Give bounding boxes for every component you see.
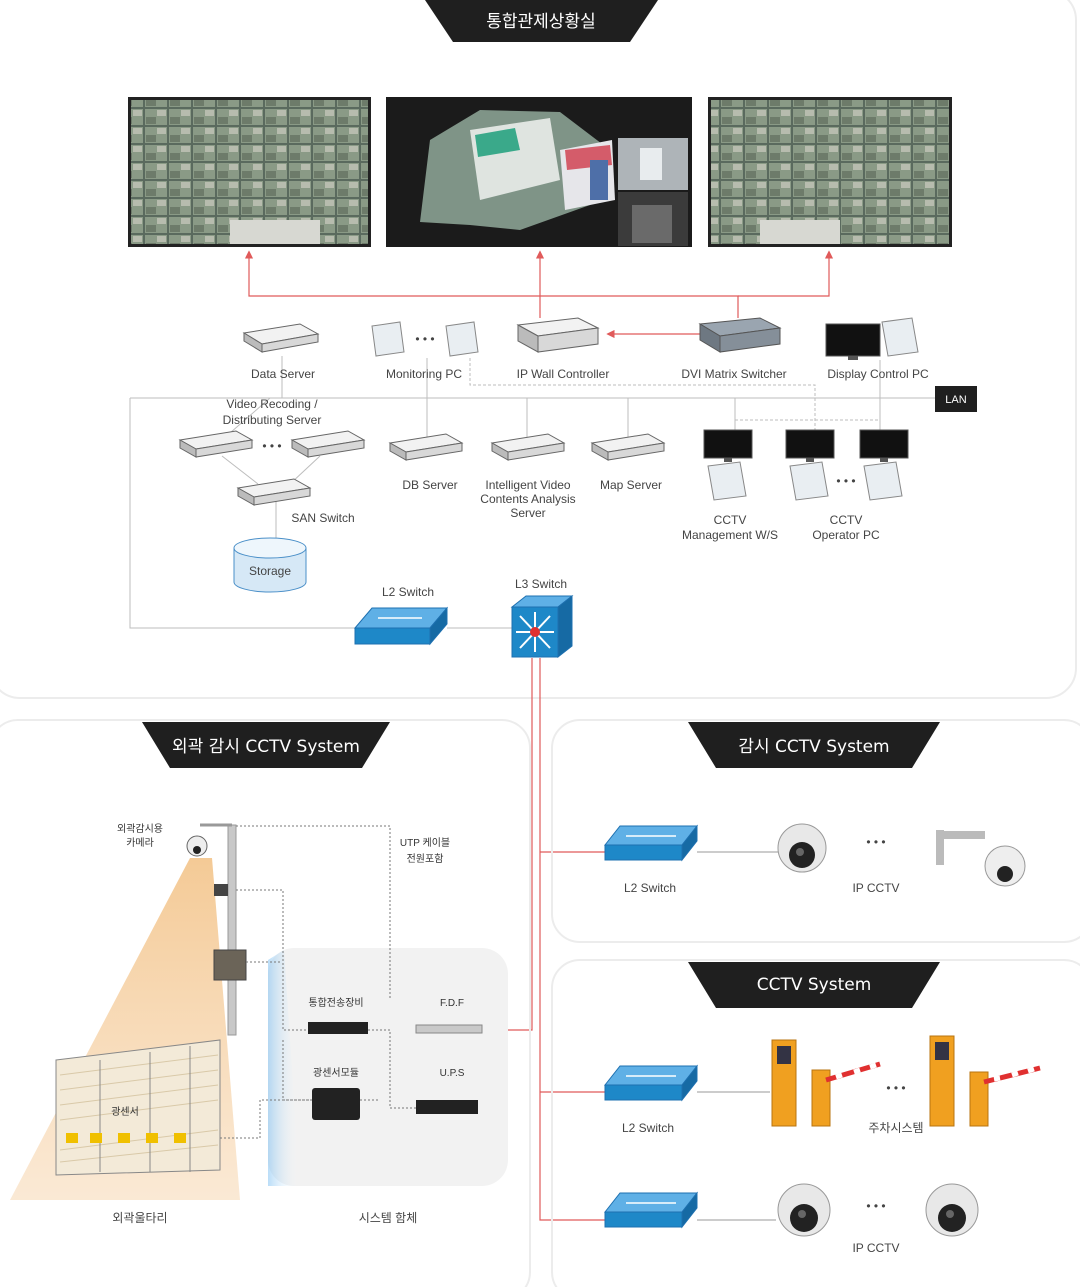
cctv-operator-label-line2: Operator PC	[812, 528, 880, 542]
l3-switch	[510, 594, 574, 659]
perimeter-camera-label-line1: 외곽감시용	[117, 823, 163, 835]
ip-wall-controller-label: IP Wall Controller	[517, 367, 610, 381]
map-server: Map Server	[590, 433, 666, 492]
video-wall-right	[708, 97, 952, 247]
video-wall-center-3d-map	[386, 97, 692, 247]
parking-dots: • • •	[886, 1081, 905, 1095]
surveillance-l2-switch	[603, 824, 699, 862]
lan-backbone	[129, 356, 935, 629]
cctv-mgmt-label-line2: Management W/S	[682, 528, 778, 542]
monitoring-pc-dots: • • •	[415, 332, 434, 346]
utp-label-line2: 전원포함	[407, 853, 444, 865]
transmission-device	[308, 1022, 368, 1034]
surveillance-dots: • • •	[866, 835, 885, 849]
ivca-label-line3: Server	[510, 506, 545, 520]
cctv-dots: • • •	[866, 1199, 885, 1213]
data-server-label: Data Server	[251, 367, 315, 381]
lan-badge: LAN	[935, 386, 977, 412]
surveillance-l2-switch-label: L2 Switch	[624, 881, 676, 895]
san-switch-label: SAN Switch	[291, 511, 354, 525]
parking-barrier-icon	[771, 1039, 881, 1127]
cctv-operator-label-line1: CCTV	[830, 513, 863, 527]
dome-camera-icon	[777, 823, 827, 873]
ip-wall-controller: IP Wall Controller	[516, 317, 610, 381]
enclosure-label: 시스템 함체	[359, 1211, 418, 1225]
cctv-section: CCTV System L2 Switch • • • 주차시스템	[551, 959, 1080, 1287]
dvi-matrix-switcher-label: DVI Matrix Switcher	[681, 367, 786, 381]
control-room-section: 통합관제상황실	[0, 0, 1077, 699]
db-server-label: DB Server	[402, 478, 457, 492]
parking-l2-switch-label: L2 Switch	[622, 1121, 674, 1135]
transmission-label: 통합전송장비	[308, 997, 363, 1009]
ptz-camera-icon	[936, 830, 1026, 887]
cctv-banner	[688, 962, 940, 1008]
video-server-label-line2: Distributing Server	[223, 413, 322, 427]
parking-l2-switch	[603, 1064, 699, 1102]
monitoring-pc-label: Monitoring PC	[386, 367, 462, 381]
lan-label: LAN	[945, 394, 966, 406]
sensor-module-label: 광센서모듈	[313, 1067, 359, 1079]
display-control-pc-label: Display Control PC	[827, 367, 929, 381]
l3-switch-label: L3 Switch	[515, 577, 567, 591]
dvi-matrix-switcher: DVI Matrix Switcher	[681, 317, 787, 381]
surveillance-ip-cctv-label: IP CCTV	[852, 881, 899, 895]
video-recording-servers: • • •	[178, 430, 366, 458]
ivca-label-line1: Intelligent Video	[485, 478, 571, 492]
cctv-management-ws: CCTV Management W/S	[682, 429, 778, 542]
svg-text:• • •: • • •	[262, 439, 281, 453]
dome-camera-icon-3	[925, 1183, 979, 1237]
l2-switch-top	[353, 606, 449, 646]
cctv-ip-cctv-label: IP CCTV	[852, 1241, 899, 1255]
dome-camera-icon-2	[777, 1183, 831, 1237]
surveillance-banner	[688, 722, 940, 768]
parking-barrier-icon-2	[929, 1035, 1041, 1127]
perimeter-camera-label-line2: 카메라	[126, 837, 154, 849]
fdf-device	[415, 1024, 483, 1034]
ups-label: U.P.S	[440, 1068, 465, 1079]
utp-label-line1: UTP 케이블	[400, 837, 450, 849]
perimeter-banner	[142, 722, 390, 768]
control-room-title: 통합관제상황실	[486, 12, 595, 32]
parking-label: 주차시스템	[868, 1121, 923, 1135]
cctv-l2-switch	[603, 1191, 699, 1229]
storage: Storage	[233, 537, 307, 593]
monitoring-pc: • • • Monitoring PC	[371, 321, 479, 381]
db-server: DB Server	[388, 433, 464, 492]
display-control-pc: Display Control PC	[825, 317, 929, 381]
ivca-label-line2: Contents Analysis	[480, 492, 575, 506]
svg-text:• • •: • • •	[836, 474, 855, 488]
data-server: Data Server	[242, 323, 320, 381]
perimeter-title: 외곽 감시 CCTV System	[172, 737, 360, 757]
display-output-links	[244, 250, 834, 339]
control-room-banner	[425, 0, 658, 42]
video-wall-left	[128, 97, 371, 247]
fdf-label: F.D.F	[440, 998, 464, 1009]
map-server-label: Map Server	[600, 478, 662, 492]
fence-sensor-label: 광센서	[111, 1106, 139, 1118]
l2-switch-top-label: L2 Switch	[382, 585, 434, 599]
surveillance-section: 감시 CCTV System L2 Switch • • • IP CCTV	[551, 719, 1080, 943]
perimeter-fence: 광센서	[55, 1039, 221, 1176]
trunk-links	[450, 658, 605, 1221]
fence-label: 외곽울타리	[112, 1211, 167, 1225]
storage-label: Storage	[249, 564, 291, 578]
sensor-module-device	[312, 1088, 360, 1120]
intelligent-video-analysis-server: Intelligent Video Contents Analysis Serv…	[480, 433, 576, 520]
cctv-operator-pc: • • • CCTV Operator PC	[785, 429, 909, 542]
surveillance-title: 감시 CCTV System	[738, 737, 889, 757]
san-switch: SAN Switch	[236, 478, 355, 525]
cctv-title: CCTV System	[757, 975, 872, 995]
cctv-mgmt-label-line1: CCTV	[714, 513, 747, 527]
video-server-label-line1: Video Recoding /	[226, 397, 318, 411]
ups-device	[416, 1100, 478, 1114]
perimeter-section: 외곽 감시 CCTV System 외곽감시용 카메라	[0, 719, 531, 1287]
